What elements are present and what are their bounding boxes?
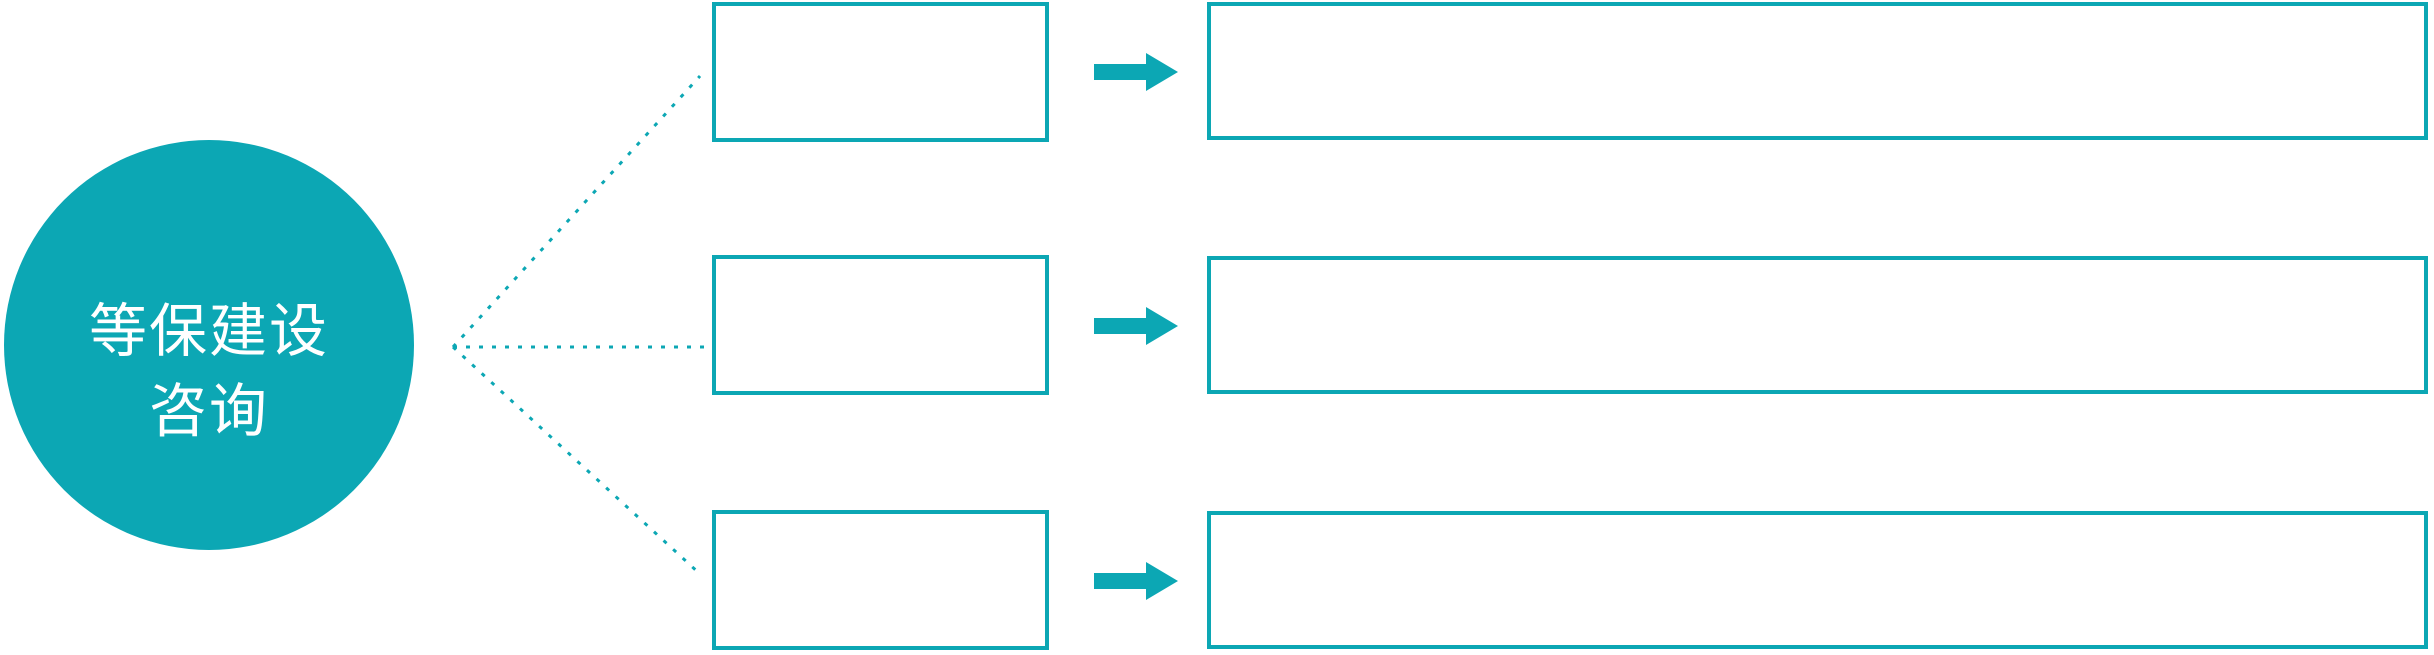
detail-box-1	[1207, 2, 2428, 140]
dotted-connector-bottom	[451, 345, 702, 576]
step-box-3	[712, 510, 1049, 650]
step-box-2	[712, 255, 1049, 395]
arrow-right-icon	[1094, 562, 1178, 600]
hub-label-line2: 咨询	[148, 377, 269, 445]
step-box-1	[712, 2, 1049, 142]
hub-circle: 等保建设 咨询	[4, 140, 414, 550]
dotted-connector-top	[451, 74, 702, 349]
detail-box-3	[1207, 511, 2428, 649]
arrow-right-icon	[1094, 53, 1178, 91]
detail-box-2	[1207, 256, 2428, 394]
hub-label-line1: 等保建设	[88, 297, 329, 365]
hub-label: 等保建设 咨询	[89, 291, 329, 451]
arrow-right-icon	[1094, 307, 1178, 345]
